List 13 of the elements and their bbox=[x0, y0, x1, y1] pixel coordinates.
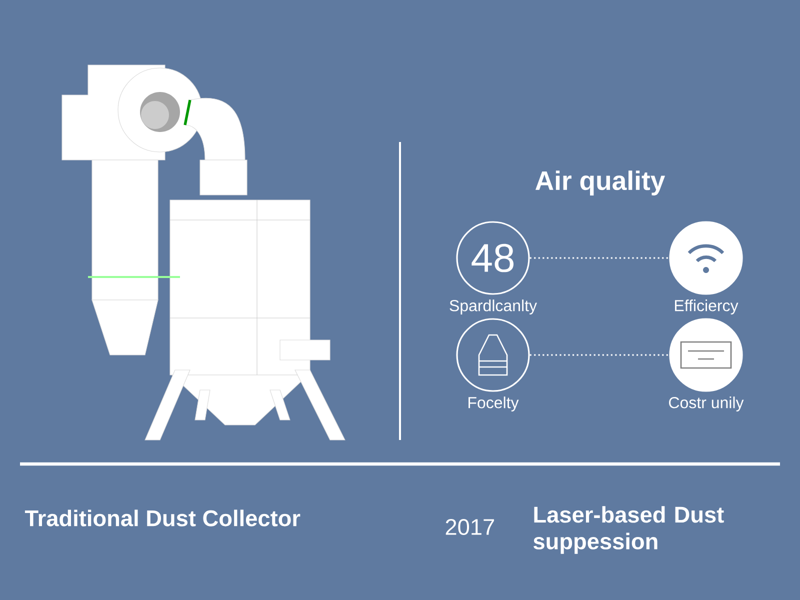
icon-circle bbox=[669, 221, 743, 295]
node-label: Costr unily bbox=[669, 396, 744, 412]
year-label: 2017 bbox=[446, 518, 494, 536]
dotted-connector bbox=[530, 257, 670, 259]
node-label: Focelty bbox=[468, 396, 519, 412]
heading: Air quality bbox=[535, 170, 666, 196]
caption: Laser-based Dust suppession bbox=[534, 506, 724, 554]
node-label: Spardlcanlty bbox=[450, 300, 537, 314]
icon-circle bbox=[669, 318, 743, 392]
node-label: Efficiercy bbox=[675, 300, 738, 314]
dotted-connector bbox=[530, 354, 670, 356]
caption: Traditional Dust Collector bbox=[24, 510, 300, 526]
icon-circle bbox=[456, 318, 530, 392]
